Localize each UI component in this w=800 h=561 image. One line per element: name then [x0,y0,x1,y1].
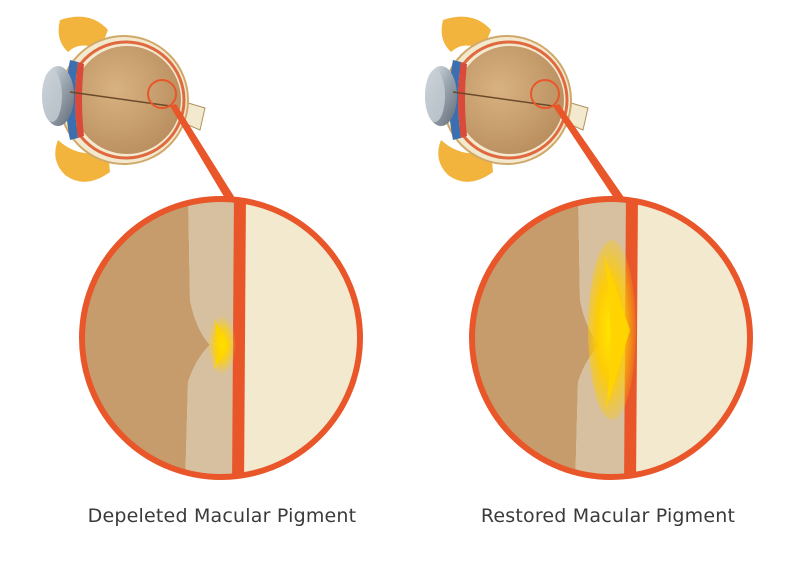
fat-tissue [438,140,493,182]
caption-restored: Restored Macular Pigment [480,505,736,527]
magnified-view-left [79,196,363,480]
choroid-band [232,199,246,477]
visual-axis [452,91,554,107]
visual-axis [69,91,171,107]
eye-illustration-left [42,16,206,182]
zoom-connector [553,104,630,210]
magnified-view-right [469,196,753,480]
eye-interior-region [82,199,210,477]
pigment-glow [208,315,236,375]
zoom-marker [147,79,177,109]
cornea [42,70,62,122]
eye-interior-region [472,199,600,477]
magnifier-outline [469,196,753,480]
muscle [75,62,84,138]
caption-depleted: Depeleted Macular Pigment [87,505,357,527]
zoom-marker [530,79,560,109]
magnifier-outline [79,196,363,480]
fat-tissue [55,140,110,182]
eye-illustration-right [425,16,589,182]
cornea [425,70,445,122]
muscle [458,62,467,138]
zoom-connector [170,104,240,210]
macular-pigment-spot [604,255,630,410]
